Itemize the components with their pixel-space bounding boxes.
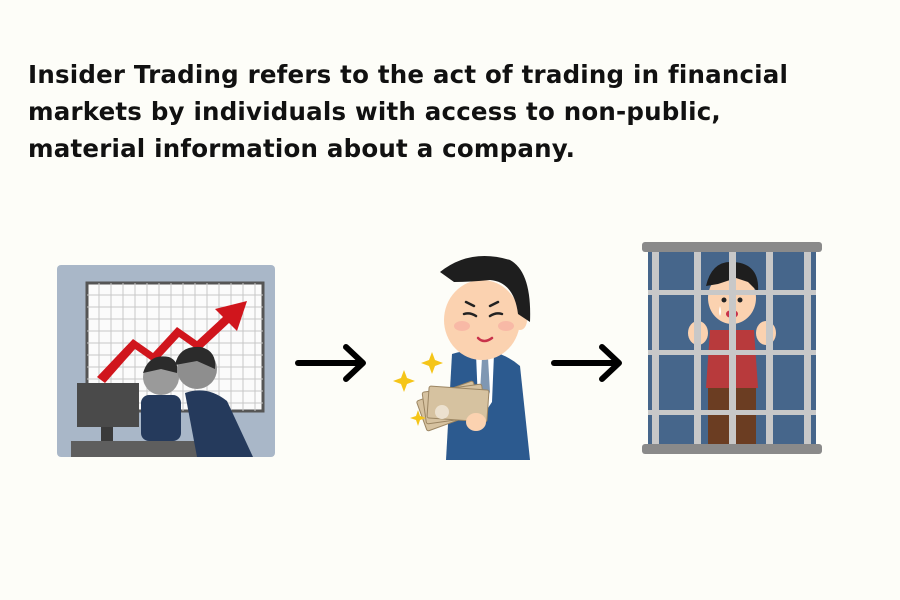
caption-line-3: material information about a company. bbox=[28, 134, 576, 163]
insider-tip-illustration bbox=[57, 265, 275, 457]
right-arrow-icon bbox=[294, 342, 370, 388]
caption-line-2: markets by individuals with access to no… bbox=[28, 97, 721, 126]
profit-money-illustration bbox=[380, 242, 540, 460]
definition-caption: Insider Trading refers to the act of tra… bbox=[28, 56, 878, 167]
right-arrow-icon bbox=[550, 342, 626, 388]
jail-illustration bbox=[638, 238, 826, 458]
caption-line-1: Insider Trading refers to the act of tra… bbox=[28, 60, 789, 89]
